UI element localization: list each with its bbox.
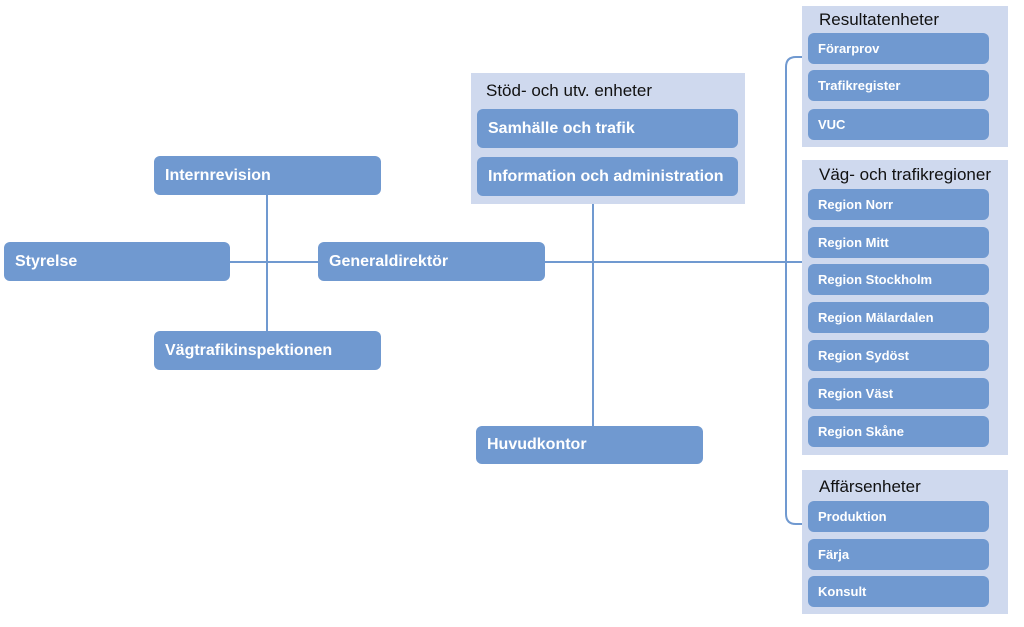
panel-regions: Väg- och trafikregioner Region Norr Regi… xyxy=(802,160,1008,455)
panel-result-title: Resultatenheter xyxy=(819,10,940,29)
result-item-forarprov: Förarprov xyxy=(808,33,989,64)
panel-support-title: Stöd- och utv. enheter xyxy=(486,81,653,100)
region-item-vast: Region Väst xyxy=(808,378,989,409)
node-vagtrafikinspektionen: Vägtrafikinspektionen xyxy=(154,331,381,370)
region-item-norr: Region Norr xyxy=(808,189,989,220)
support-item-information: Information och administration xyxy=(477,157,738,196)
node-internrevision: Internrevision xyxy=(154,156,381,195)
node-generaldirektor: Generaldirektör xyxy=(318,242,545,281)
region-item-mitt: Region Mitt xyxy=(808,227,989,258)
panel-result-units: Resultatenheter Förarprov Trafikregister… xyxy=(802,6,1008,147)
panel-regions-title: Väg- och trafikregioner xyxy=(819,165,991,184)
panel-business-units: Affärsenheter Produktion Färja Konsult xyxy=(802,470,1008,614)
business-item-farja: Färja xyxy=(808,539,989,570)
panel-business-title: Affärsenheter xyxy=(819,477,921,496)
region-item-sydost: Region Sydöst xyxy=(808,340,989,371)
panel-support-units: Stöd- och utv. enheter Samhälle och traf… xyxy=(471,73,745,204)
region-item-skane: Region Skåne xyxy=(808,416,989,447)
region-item-stockholm: Region Stockholm xyxy=(808,264,989,295)
result-item-trafikregister: Trafikregister xyxy=(808,70,989,101)
node-huvudkontor: Huvudkontor xyxy=(476,426,703,464)
business-item-produktion: Produktion xyxy=(808,501,989,532)
business-item-konsult: Konsult xyxy=(808,576,989,607)
bracket-right xyxy=(785,56,806,525)
node-styrelse: Styrelse xyxy=(4,242,230,281)
support-item-samhalle: Samhälle och trafik xyxy=(477,109,738,148)
result-item-vuc: VUC xyxy=(808,109,989,140)
region-item-malardalen: Region Mälardalen xyxy=(808,302,989,333)
